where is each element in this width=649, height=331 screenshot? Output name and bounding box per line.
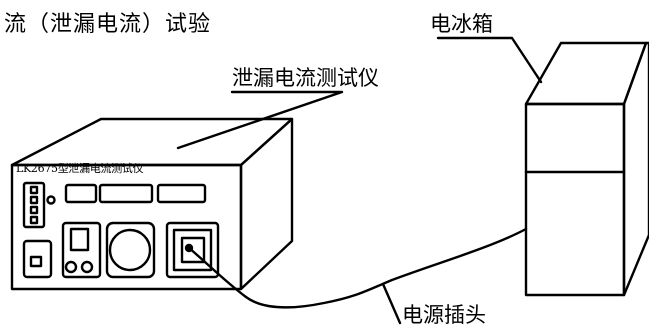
tester-indicator-light (46, 195, 56, 205)
tester-indicator-4 (29, 215, 39, 225)
fridge-label: 电冰箱 (430, 12, 493, 36)
tester-indicator-3 (29, 205, 39, 215)
fridge-front (524, 102, 626, 297)
tester-indicator-panel (22, 181, 46, 229)
tester-dial-frame (105, 221, 156, 279)
refrigerator (524, 41, 649, 297)
fridge-leader-line (436, 36, 543, 84)
tester-model-label: LK2675型泄漏电流测试仪 (16, 162, 144, 175)
tester-control-window (69, 227, 90, 252)
fridge-side-face (622, 41, 649, 297)
power-cable (186, 227, 528, 309)
tester-indicator-1 (29, 185, 39, 195)
plug-label: 电源插头 (402, 303, 486, 327)
tester-power-switch (22, 239, 53, 279)
tester-leader-line (176, 90, 344, 150)
plug-leader-line (381, 282, 402, 325)
tester-power-switch-button (29, 255, 43, 268)
tester-socket (172, 228, 213, 272)
tester-display-window-2 (98, 183, 154, 204)
tester-side-face (239, 117, 294, 291)
leakage-tester (10, 117, 294, 291)
tester-dial (108, 228, 152, 272)
tester-socket-frame (165, 221, 220, 279)
tester-front-panel (10, 163, 243, 291)
tester-display-window-3 (156, 183, 207, 204)
tester-knob-1 (64, 260, 78, 274)
tester-label: 泄漏电流测试仪 (232, 66, 379, 90)
tester-socket-inner (180, 236, 206, 264)
title: 流（泄漏电流）试验 (4, 12, 212, 37)
tester-control-block (61, 221, 102, 279)
tester-display-window-1 (64, 183, 98, 204)
tester-knob-2 (80, 260, 94, 274)
tester-indicator-2 (29, 195, 39, 205)
power-plug (184, 243, 194, 253)
